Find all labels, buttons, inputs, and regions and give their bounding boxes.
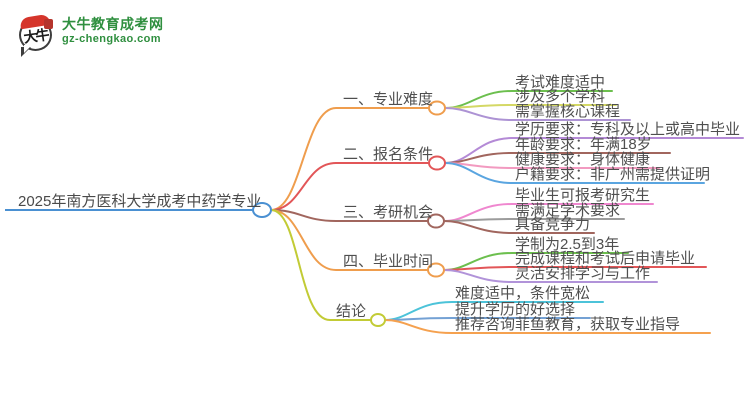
site-logo[interactable]: 大牛 大牛教育成考网 gz-chengkao.com <box>19 13 164 57</box>
branch-connectors <box>270 107 430 321</box>
root-node-circle <box>252 202 272 218</box>
branch-topic-3[interactable]: 三、考研机会 <box>343 204 434 221</box>
branch-topic-2[interactable]: 二、报名条件 <box>343 146 434 163</box>
subtopic-4-3[interactable]: 灵活安排学习与工作 <box>515 265 651 282</box>
subtopic-2-3[interactable]: 健康要求：身体健康 <box>515 151 651 168</box>
logo-red-seal-icon <box>44 19 53 29</box>
subtopic-4-1[interactable]: 学制为2.5到3年 <box>515 236 620 253</box>
branch-topic-5[interactable]: 结论 <box>336 303 367 320</box>
subtopic-3-3[interactable]: 具备竞争力 <box>515 216 591 233</box>
branch-2-child-connectors <box>444 137 744 184</box>
subtopic-1-1[interactable]: 考试难度适中 <box>515 74 606 91</box>
branch-1-connector <box>270 107 430 211</box>
subtopic-2-4[interactable]: 户籍要求：非广州需提供证明 <box>515 166 711 183</box>
site-domain: gz-chengkao.com <box>62 33 161 45</box>
logo-text-block: 大牛教育成考网 gz-chengkao.com <box>62 16 164 46</box>
branch-1-circle <box>428 100 446 116</box>
daniu-bubble-icon: 大牛 <box>19 13 53 57</box>
branch-1-child-connectors <box>444 90 631 121</box>
subtopic-1-3[interactable]: 需掌握核心课程 <box>515 103 621 120</box>
subtopic-4-2[interactable]: 完成课程和考试后申请毕业 <box>515 250 696 267</box>
site-title: 大牛教育成考网 <box>62 16 164 32</box>
branch-2-connector <box>270 162 430 211</box>
subtopic-3-1[interactable]: 毕业生可报考研究生 <box>515 187 651 204</box>
branch-4-connector <box>270 209 429 271</box>
subtopic-1-2[interactable]: 涉及多个学科 <box>515 88 606 105</box>
subtopic-5-3[interactable]: 推荐咨询菲鱼教育，获取专业指导 <box>455 316 681 333</box>
subtopic-3-2[interactable]: 需满足学术要求 <box>515 202 621 219</box>
node-circles <box>252 100 446 327</box>
branch-2-circle <box>428 155 446 171</box>
branch-3-connector <box>270 209 429 222</box>
branch-topic-4[interactable]: 四、毕业时间 <box>343 253 434 270</box>
subtopic-2-1[interactable]: 学历要求：专科及以上或高中毕业 <box>515 121 741 138</box>
subtopic-2-2[interactable]: 年龄要求：年满18岁 <box>515 136 652 153</box>
branch-5-connector <box>270 209 372 321</box>
branch-4-child-connectors <box>443 252 707 283</box>
branch-5-child-connectors <box>384 301 711 334</box>
branch-3-circle <box>427 213 445 229</box>
branch-5-circle <box>370 313 386 327</box>
branch-topic-1[interactable]: 一、专业难度 <box>343 91 434 108</box>
subtopic-5-1[interactable]: 难度适中，条件宽松 <box>455 285 591 302</box>
root-topic[interactable]: 2025年南方医科大学成考中药学专业 <box>18 193 262 210</box>
subtopic-5-2[interactable]: 提升学历的好选择 <box>455 301 576 318</box>
branch-4-circle <box>427 262 445 278</box>
branch-3-child-connectors <box>443 203 654 234</box>
